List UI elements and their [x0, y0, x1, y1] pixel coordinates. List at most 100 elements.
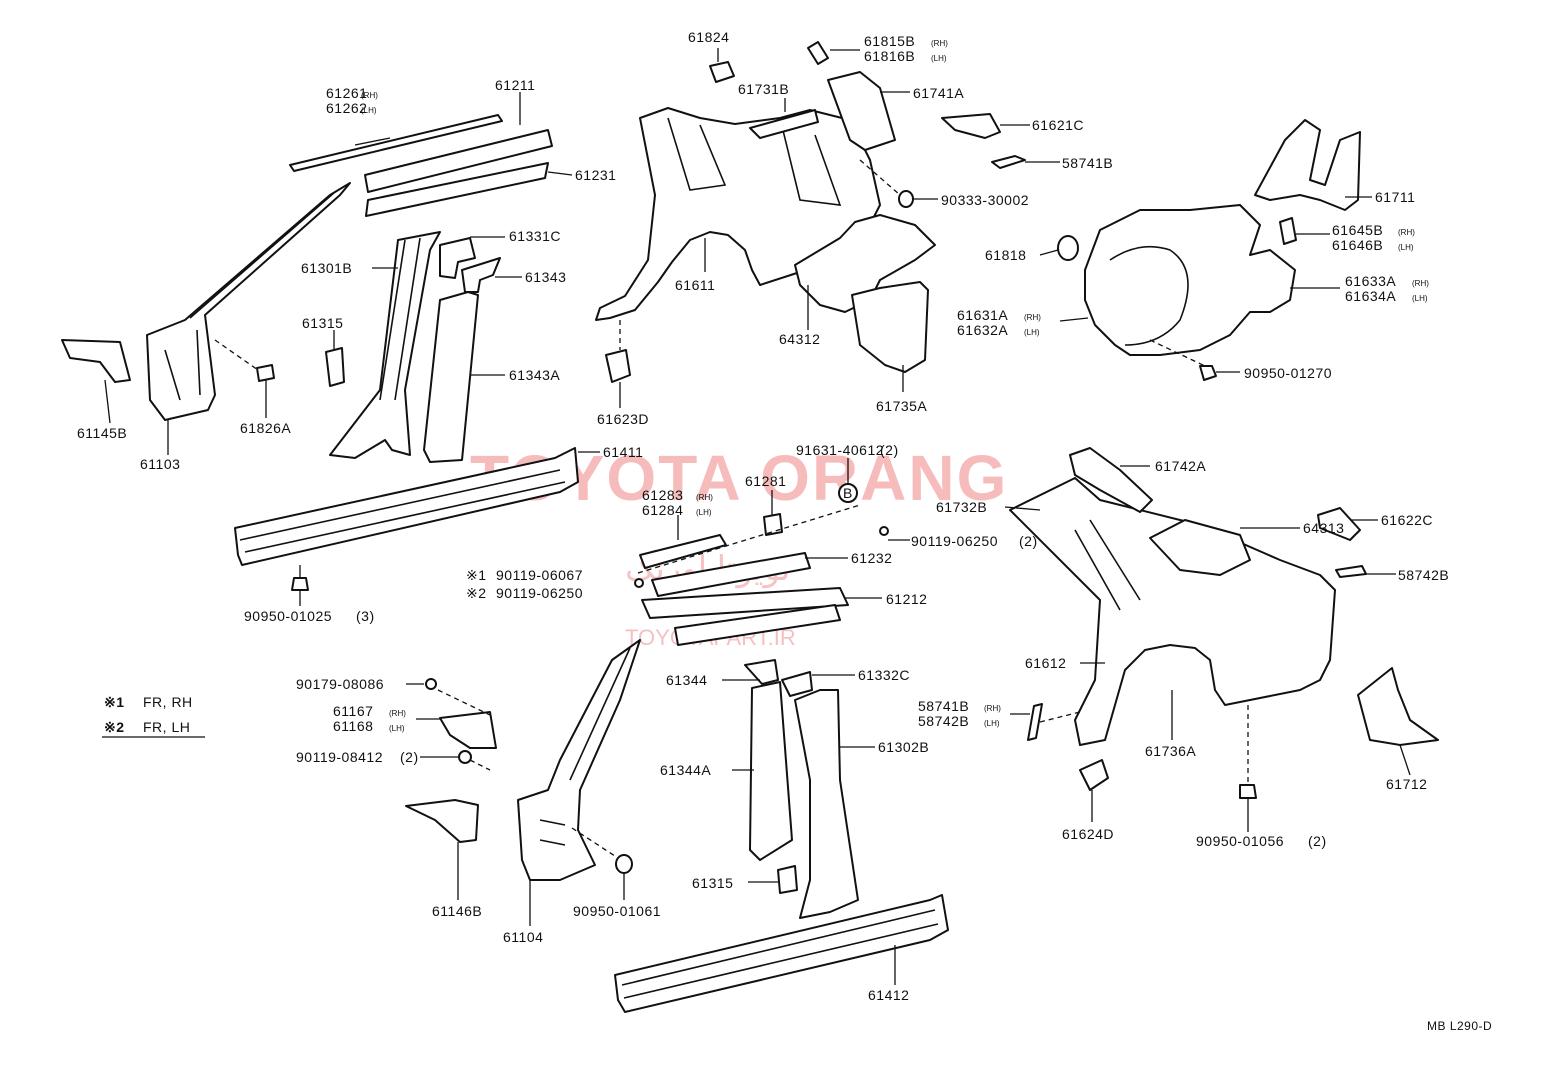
label-61632a-side: (LH) — [1024, 328, 1040, 337]
label-91631-40612: 91631-40612 — [796, 442, 884, 458]
part-drawings: B — [61, 41, 1439, 1013]
label-90333-30002: 90333-30002 — [941, 192, 1029, 208]
label-61816b: 61816B — [864, 48, 915, 64]
plug-61826a — [256, 364, 275, 382]
label-61146b: 61146B — [432, 903, 482, 919]
panel-61711 — [1254, 119, 1361, 211]
label-61261: 61261 — [326, 85, 367, 101]
seal-58742b — [1335, 565, 1367, 578]
label-61645b-side: (RH) — [1398, 228, 1415, 237]
label-90119-06250-top-qty: (2) — [1019, 533, 1038, 549]
label-61741a: 61741A — [913, 85, 964, 101]
label-61816b-side: (LH) — [931, 54, 947, 63]
assembly-dash-lines — [214, 159, 1249, 859]
label-61646b-side: (LH) — [1398, 243, 1414, 252]
label-90119-06067: 90119-06067 — [496, 567, 583, 583]
label-61411: 61411 — [603, 444, 643, 460]
label-61283-side: (RH) — [696, 493, 713, 502]
label-61167: 61167 — [333, 703, 373, 719]
rail-61232 — [651, 552, 811, 597]
pillar-61344a — [749, 681, 793, 861]
legend-text-2: FR, LH — [143, 719, 190, 735]
grommet-90333 — [898, 190, 914, 208]
label-90950-01061: 90950-01061 — [573, 903, 661, 919]
label-61712: 61712 — [1386, 776, 1427, 792]
bracket-61281 — [763, 513, 783, 536]
label-90950-01025: 90950-01025 — [244, 608, 332, 624]
label-61284-side: (LH) — [696, 508, 712, 517]
front-pillar-61103 — [146, 182, 351, 421]
label-61211: 61211 — [495, 77, 535, 93]
roof-rail-61261 — [289, 114, 503, 172]
bolt-90119-06067 — [634, 578, 644, 588]
label-61818: 61818 — [985, 247, 1026, 263]
plug-90950-01061 — [615, 854, 633, 874]
extension-64313 — [1149, 519, 1251, 576]
label-61826a: 61826A — [240, 420, 291, 436]
bracket-61623d — [605, 349, 631, 383]
label-61731b: 61731B — [738, 81, 789, 97]
legend-text-1: FR, RH — [143, 694, 193, 710]
label-61168-side: (LH) — [389, 724, 405, 733]
label-58741b-top: 58741B — [1062, 155, 1113, 171]
label-61634a-side: (LH) — [1412, 294, 1428, 303]
label-61168: 61168 — [333, 718, 373, 734]
rocker-61412 — [614, 894, 949, 1013]
label-61104: 61104 — [503, 929, 543, 945]
nut-90179 — [425, 678, 437, 690]
label-61824: 61824 — [688, 29, 729, 45]
bracket-61146b — [405, 799, 479, 843]
label-61344a: 61344A — [660, 762, 711, 778]
plug-90950-01056 — [1239, 784, 1257, 799]
label-58742b-lh-side: (LH) — [984, 719, 1000, 728]
bracket-61145b — [61, 339, 131, 383]
label-61815b: 61815B — [864, 33, 915, 49]
panel-61741a — [827, 71, 896, 151]
panel-61735a — [851, 281, 929, 373]
label-61622c: 61622C — [1381, 512, 1433, 528]
label-61145b: 61145B — [77, 425, 127, 441]
label-91631-40612-qty: (2) — [880, 442, 899, 458]
label-61624d: 61624D — [1062, 826, 1114, 842]
label-61412: 61412 — [868, 987, 909, 1003]
bracket-61624d — [1079, 759, 1109, 791]
legend-mark-1: ※1 — [104, 694, 125, 710]
label-90950-01270: 90950-01270 — [1244, 365, 1332, 381]
rail-61212-lower — [674, 604, 841, 646]
label-61302b: 61302B — [878, 739, 929, 755]
wheel-house-61631a — [1084, 204, 1296, 356]
legend: ※1 FR, RH ※2 FR, LH — [102, 694, 205, 738]
label-61343a: 61343A — [509, 367, 560, 383]
leader-lines — [104, 48, 1411, 985]
label-90950-01025-qty: (3) — [356, 608, 375, 624]
bracket-61731b — [749, 109, 819, 139]
plug-61818 — [1057, 235, 1079, 261]
rail-61212 — [641, 587, 849, 619]
label-90119-08412-qty: (2) — [400, 749, 419, 765]
label-61645b: 61645B — [1332, 222, 1383, 238]
panel-61712 — [1357, 667, 1439, 746]
clip-61645b — [1279, 217, 1297, 245]
label-61621c: 61621C — [1032, 117, 1084, 133]
label-61736a: 61736A — [1145, 743, 1196, 759]
label-61631a-side: (RH) — [1024, 313, 1041, 322]
bracket-61621c — [941, 113, 1001, 139]
label-61301b: 61301B — [301, 260, 352, 276]
bolt-90119-08412 — [458, 750, 472, 764]
label-90119-06250: 90119-06250 — [496, 585, 583, 601]
label-61261-side: (RH) — [361, 91, 378, 100]
label-61167-side: (RH) — [389, 709, 406, 718]
label-61633a: 61633A — [1345, 273, 1396, 289]
sheet-code: MB L290-D — [1427, 1019, 1492, 1033]
bracket-61343 — [461, 257, 501, 293]
center-pillar-61302b — [794, 689, 859, 919]
label-61732b: 61732B — [936, 499, 987, 515]
label-90119-06250-top: 90119-06250 — [911, 533, 998, 549]
label-61283: 61283 — [642, 487, 683, 503]
label-61344: 61344 — [666, 672, 707, 688]
label-61612: 61612 — [1025, 655, 1066, 671]
label-61284: 61284 — [642, 502, 683, 518]
cap-61815b — [807, 41, 829, 65]
label-64313: 64313 — [1303, 520, 1344, 536]
